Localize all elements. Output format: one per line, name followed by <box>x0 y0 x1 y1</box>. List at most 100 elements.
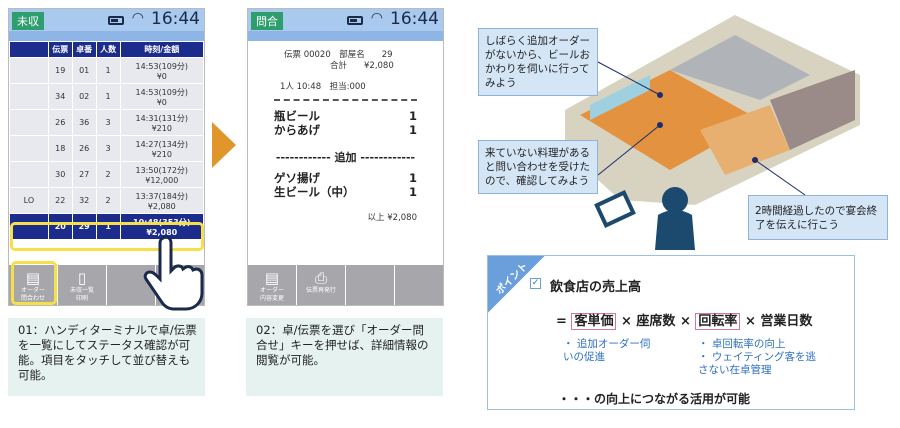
reissue-slip-icon: ⎙ <box>314 269 327 287</box>
slip-total: 合計 ¥2,080 <box>330 61 394 71</box>
cell-table: 02 <box>72 84 96 109</box>
slip-info: 伝票 00020 部屋名 29 <box>284 50 393 60</box>
function-key-1[interactable]: ▤オーダー問合わせ <box>9 265 57 305</box>
column-header[interactable]: 時刻/金額 <box>120 42 203 57</box>
print-list-icon: ▯ <box>77 269 87 287</box>
cell-slip: 18 <box>48 136 72 161</box>
mode-badge: 問合 <box>251 12 283 30</box>
cell-people: 3 <box>96 110 120 135</box>
clock: 16:44 <box>151 9 200 29</box>
cell-slip: 22 <box>48 188 72 213</box>
cell-flag <box>10 110 48 135</box>
cell-time-amount: 14:53(109分)¥0 <box>120 84 203 109</box>
caption-01: 01：ハンディターミナルで卓/伝票を一覧にしてステータス確認が可能。項目をタッチ… <box>8 318 205 396</box>
caption-02: 02：卓/伝票を選び「オーダー問合せ」キーを押せば、詳細情報の閲覧が可能。 <box>246 318 443 396</box>
cell-flag <box>10 136 48 161</box>
function-key-4[interactable] <box>395 265 443 305</box>
column-header[interactable]: 伝票 <box>48 42 72 57</box>
cell-flag <box>10 84 48 109</box>
function-key-bar: ▤オーダー内容変更⎙伝票再発行 <box>248 265 443 305</box>
hand-pointer-icon <box>143 235 204 311</box>
cell-flag: LO <box>10 188 48 213</box>
cell-people: 2 <box>96 188 120 213</box>
cell-table: 29 <box>72 214 96 239</box>
terminal-screen-order-inquiry: 問合 ◠ 16:44 伝票 00020 部屋名 29 合計 ¥2,080 1人 … <box>247 8 444 306</box>
factor-days: 営業日数 <box>760 314 813 329</box>
checkbox-icon: ✓ <box>530 278 541 289</box>
mode-badge: 未収 <box>12 12 44 30</box>
cell-people: 1 <box>96 214 120 239</box>
slip-meta: 1人 10:48 担当:000 <box>280 82 366 92</box>
cell-time-amount: 14:53(109分)¥0 <box>120 58 203 83</box>
clock: 16:44 <box>390 9 439 29</box>
cell-time-amount: 13:37(184分)¥2,080 <box>120 188 203 213</box>
function-key-3[interactable] <box>346 265 394 305</box>
cell-slip: 26 <box>48 110 72 135</box>
factor-customer-price: 客単価 <box>571 313 617 330</box>
next-arrow-icon <box>212 122 236 168</box>
cell-table: 36 <box>72 110 96 135</box>
note-customer-price: ・ 追加オーダー伺いの促進 <box>563 338 651 363</box>
cell-slip: 20 <box>48 214 72 239</box>
added-section-header: ------------ 追加 ------------ <box>275 151 416 164</box>
wifi-icon: ◠ <box>370 10 383 26</box>
order-item: 生ビール（中）1 <box>274 185 417 199</box>
cell-people: 3 <box>96 136 120 161</box>
cell-flag <box>10 162 48 187</box>
cell-flag <box>10 58 48 83</box>
column-header[interactable] <box>10 42 48 57</box>
status-bar: 未収 ◠ 16:44 <box>9 9 204 31</box>
cell-table: 32 <box>72 188 96 213</box>
cell-people: 2 <box>96 162 120 187</box>
factor-turnover: 回転率 <box>695 313 741 330</box>
cell-slip: 34 <box>48 84 72 109</box>
sales-formula: = 客単価 × 座席数 × 回転率 × 営業日数 <box>556 313 813 330</box>
cell-slip: 30 <box>48 162 72 187</box>
callout-missing-dish: 来ていない料理があると問い合わせを受けたので、確認してみよう <box>478 140 598 194</box>
cell-flag <box>10 214 48 239</box>
cell-people: 1 <box>96 58 120 83</box>
function-key-2[interactable]: ▯未収一覧印刷 <box>58 265 106 305</box>
cell-table: 27 <box>72 162 96 187</box>
cell-time-amount: 14:31(131分)¥210 <box>120 110 203 135</box>
cell-table: 01 <box>72 58 96 83</box>
cell-slip: 19 <box>48 58 72 83</box>
wifi-icon: ◠ <box>131 10 144 26</box>
grand-total: 以上 ¥2,080 <box>367 213 417 223</box>
cell-table: 26 <box>72 136 96 161</box>
function-key-1[interactable]: ▤オーダー内容変更 <box>248 265 296 305</box>
note-turnover: ・ 卓回転率の向上・ ウェイティング客を逃さない在卓管理 <box>698 338 817 376</box>
point-box: ポイント ✓ 飲食店の売上高 = 客単価 × 座席数 × 回転率 × 営業日数 … <box>487 255 855 410</box>
cell-people: 1 <box>96 84 120 109</box>
point-title: 飲食店の売上高 <box>550 280 642 295</box>
callout-additional-order: しばらく追加オーダーがないから、ビールおかわりを伺いに行ってみよう <box>478 28 598 96</box>
order-inquiry-icon: ▤ <box>25 269 41 287</box>
function-key-2[interactable]: ⎙伝票再発行 <box>297 265 345 305</box>
key-highlight <box>11 261 57 305</box>
status-bar: 問合 ◠ 16:44 <box>248 9 443 31</box>
title-band <box>248 31 443 41</box>
column-header[interactable]: 卓番 <box>72 42 96 57</box>
battery-icon <box>347 16 363 25</box>
callout-banquet-end: 2時間経過したので宴会終了を伝えに行こう <box>748 195 888 240</box>
divider <box>274 99 417 101</box>
point-conclusion: ・・・の向上につながる活用が可能 <box>558 392 751 406</box>
restaurant-illustration <box>565 15 860 250</box>
cell-time-amount: 14:27(134分)¥210 <box>120 136 203 161</box>
order-edit-icon: ▤ <box>264 269 280 287</box>
cell-time-amount: 13:50(172分)¥12,000 <box>120 162 203 187</box>
title-band <box>9 31 204 41</box>
battery-icon <box>108 16 124 25</box>
column-header[interactable]: 人数 <box>96 42 120 57</box>
